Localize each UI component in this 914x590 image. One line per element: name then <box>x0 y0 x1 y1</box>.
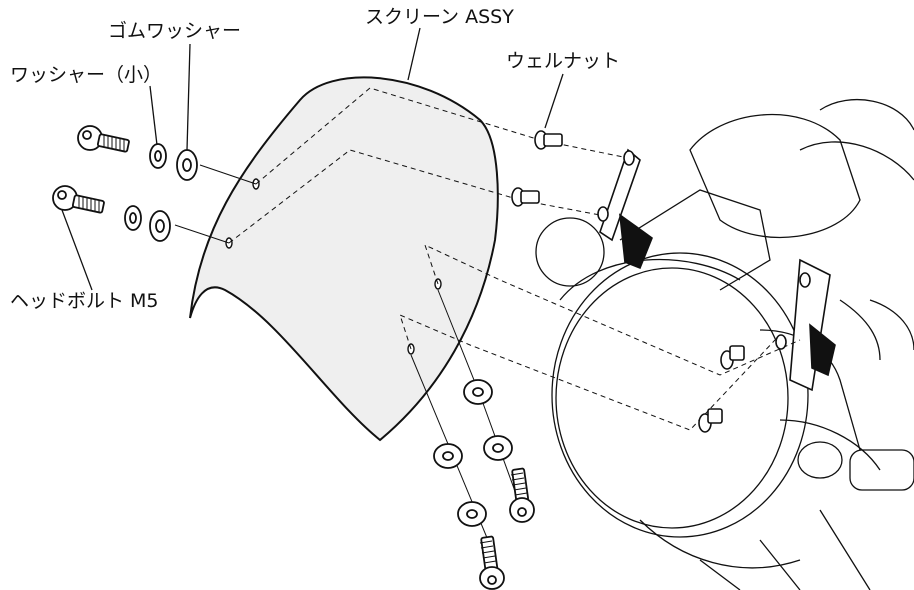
leader-screen-assy <box>407 27 421 81</box>
axis-second-dashed <box>228 149 601 244</box>
head-bolt-lower-2 <box>479 535 505 590</box>
bolt-thread <box>510 472 528 496</box>
bolt-thread <box>78 196 100 213</box>
bracket-hole-4 <box>775 334 787 350</box>
washer-small-upper-hole <box>154 150 162 162</box>
motorcycle-headlight-assembly <box>535 98 914 590</box>
rubber-washer-lower-1-hole <box>472 387 484 397</box>
leader-rubber-washer <box>186 43 191 151</box>
meter-housing-top <box>819 98 914 131</box>
rubber-washer-label: ゴムワッシャー <box>108 20 242 42</box>
leader-weld-nut <box>544 73 564 129</box>
washer-lower-2-hole <box>466 509 478 519</box>
weld-nuts-upper <box>511 130 563 207</box>
weld-nut-3-body <box>729 345 745 361</box>
bracket-slot-2 <box>809 323 836 377</box>
axis-bolt-lower <box>174 224 230 244</box>
headlight-top-edge <box>559 258 741 301</box>
bolt-shaft <box>71 194 105 214</box>
weld-nut-1-body <box>543 133 563 147</box>
screen-assy-shape <box>189 76 499 442</box>
bracket-hole-3 <box>799 272 811 288</box>
cable-line-2 <box>839 299 881 361</box>
axis-vertical-1 <box>437 289 481 396</box>
upper-fasteners <box>52 125 198 242</box>
bracket-slot-1 <box>619 213 653 270</box>
fork-bracket <box>779 419 881 471</box>
screen-assy-label: スクリーン ASSY <box>365 6 514 28</box>
washer-lower-1-hole <box>492 443 504 453</box>
bolt-hex-socket <box>82 130 92 140</box>
bolt-shaft <box>96 133 130 153</box>
bracket-hole-2 <box>597 206 609 222</box>
bolt-hex-socket <box>57 190 67 200</box>
upper-bracket <box>599 148 641 242</box>
washer-small-lower-hole <box>129 212 137 224</box>
rubber-washer-lower-2-hole <box>442 451 454 461</box>
weld-nuts-lower <box>597 150 811 433</box>
lower-fasteners <box>433 379 535 590</box>
leader-head-bolt <box>61 209 93 291</box>
meter-housing-right <box>799 141 914 181</box>
leader-lines <box>61 27 564 291</box>
bolt-thread <box>103 135 125 152</box>
head-bolt-lower <box>52 185 105 214</box>
handlebar-end <box>849 449 914 491</box>
axis-bolt-upper <box>199 164 257 185</box>
bolt-hex-socket <box>487 575 497 585</box>
axis-upper-dashed <box>255 87 629 185</box>
lower-frame-lines <box>699 509 871 590</box>
bracket-hole-1 <box>623 150 635 166</box>
turn-signal-base <box>535 217 605 287</box>
weld-nut-4-body <box>707 408 723 424</box>
bolt-hex-socket <box>517 507 527 517</box>
headlight-rim <box>555 267 789 529</box>
rubber-washer-upper-hole <box>182 158 192 172</box>
mounting-brackets <box>599 148 836 392</box>
meter-housing-left <box>689 113 861 238</box>
screen-mounting-holes <box>225 178 442 355</box>
rubber-washer-lower-hole <box>155 219 165 233</box>
assembly-lines <box>174 87 801 546</box>
fork-cap <box>797 441 843 479</box>
weld-nut-label: ウェルナット <box>506 50 621 72</box>
washer-small-label: ワッシャー（小） <box>10 64 163 86</box>
head-bolt-label: ヘッドボルト M5 <box>10 290 159 312</box>
head-bolt-lower-1 <box>509 467 535 523</box>
head-bolt-upper <box>77 125 130 153</box>
mount-arm <box>619 189 771 291</box>
headlight-housing <box>551 252 809 538</box>
axis-lower-1-dashed <box>424 244 801 376</box>
axis-lower-2-dashed <box>399 314 776 431</box>
lower-bracket <box>639 519 801 569</box>
leader-washer-small <box>149 85 158 146</box>
bolt-thread <box>479 540 497 564</box>
weld-nut-2-body <box>520 190 540 204</box>
